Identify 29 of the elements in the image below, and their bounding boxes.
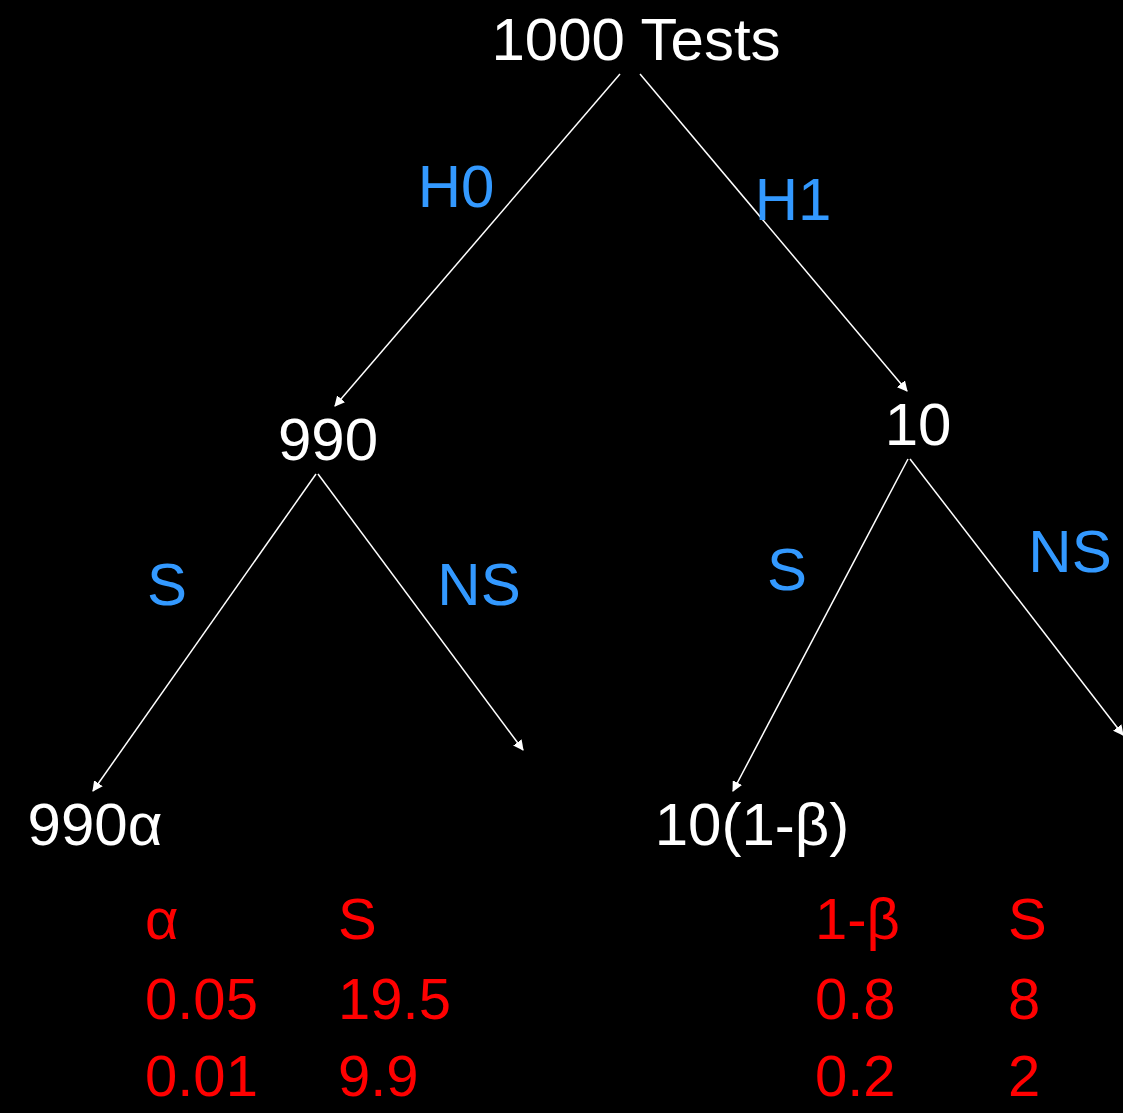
table-cell: 0.8 <box>815 968 896 1030</box>
edge-label: S <box>147 553 187 617</box>
arrow <box>317 473 524 751</box>
table-cell: α <box>145 888 179 950</box>
table-cell: S <box>1008 888 1047 950</box>
table-cell: S <box>338 888 377 950</box>
arrow <box>732 458 909 792</box>
table-cell: 9.9 <box>338 1045 419 1107</box>
node-label: 990 <box>277 408 379 472</box>
edge-label: NS <box>437 553 521 617</box>
node-label: 1000 Tests <box>491 8 781 72</box>
edge-label: H0 <box>417 155 495 219</box>
table-cell: 0.01 <box>145 1045 258 1107</box>
node-label: 10(1-β) <box>654 793 850 857</box>
arrow <box>639 73 908 392</box>
edge-label: NS <box>1028 520 1112 584</box>
edge-label: H1 <box>754 168 832 232</box>
edge-label: S <box>767 538 807 602</box>
node-label: 10 <box>884 393 952 457</box>
table-cell: 19.5 <box>338 968 451 1030</box>
table-cell: 0.05 <box>145 968 258 1030</box>
table-cell: 8 <box>1008 968 1041 1030</box>
node-label: 990α <box>27 793 163 857</box>
arrow <box>92 473 317 792</box>
table-cell: 0.2 <box>815 1045 896 1107</box>
arrow <box>909 458 1123 736</box>
table-cell: 2 <box>1008 1045 1041 1107</box>
table-cell: 1-β <box>815 888 900 950</box>
arrow <box>334 73 621 407</box>
